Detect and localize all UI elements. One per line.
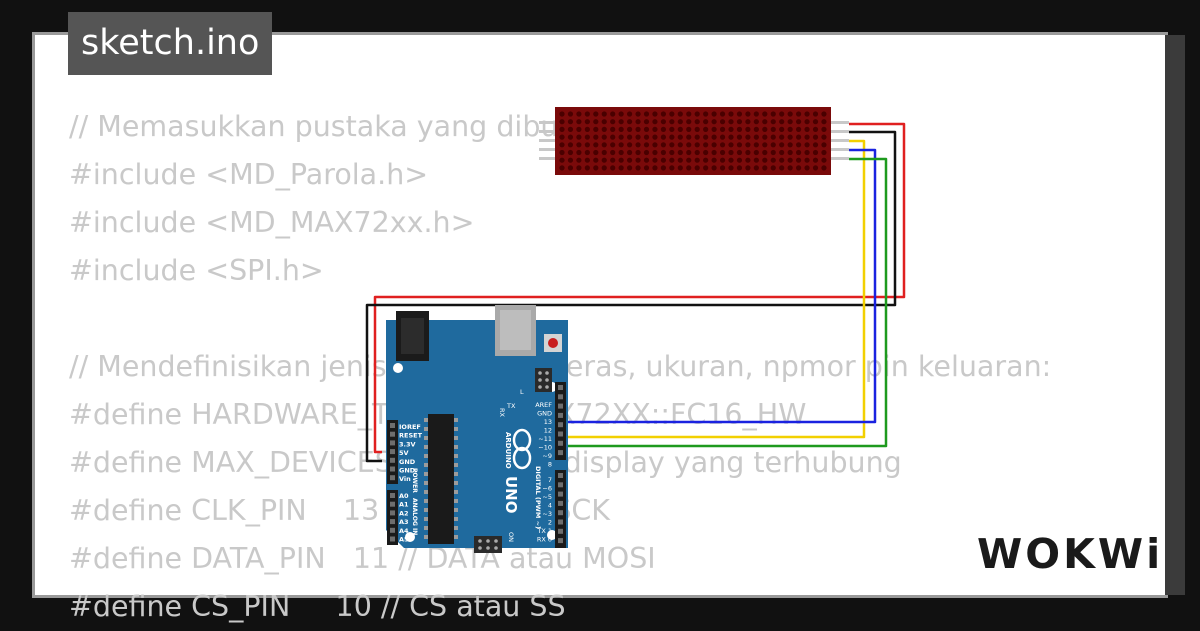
pin-label: A4 (399, 527, 409, 535)
code-block: // Memasukkan pustaka yang dibutuhkan #i… (69, 103, 1051, 631)
pin-label: IOREF (399, 423, 421, 431)
digital-header-label: DIGITAL (PWM ~) (534, 466, 542, 529)
pin-label: ~6 (542, 485, 552, 493)
pin-label: GND (537, 410, 552, 418)
wires (365, 122, 906, 463)
led-matrix-pins-right (831, 121, 849, 160)
code-line: #define MAX_DEVICES 4 // jumlah display … (69, 446, 902, 479)
arduino-wordmark: ARDUINO (504, 432, 512, 469)
code-line: #define CS_PIN 10 // CS atau SS (69, 590, 566, 623)
led-matrix-pins-left (539, 121, 555, 160)
code-line: #include <MD_MAX72xx.h> (69, 206, 475, 239)
led-matrix[interactable] (539, 107, 849, 175)
code-line: #include <MD_Parola.h> (69, 158, 429, 191)
file-title-tab[interactable]: sketch.ino (68, 12, 273, 75)
pin-label: ~11 (538, 435, 552, 443)
pin-label: ~3 (542, 510, 552, 518)
pin-label: A3 (399, 518, 409, 526)
wire-cs[interactable] (566, 148, 877, 424)
pin-label: ~10 (538, 444, 552, 452)
pin-label: ~9 (542, 452, 552, 460)
mount-hole (547, 530, 557, 540)
led-matrix-body (555, 107, 831, 175)
atmega-chip (424, 414, 458, 544)
pin-label: A5 (399, 536, 409, 544)
pin-label: 5V (399, 449, 409, 457)
wokwi-logo: WOKWi (977, 530, 1164, 578)
wire-clk[interactable] (566, 157, 888, 448)
wire-vcc[interactable] (373, 122, 906, 454)
pin-label: AREF (535, 401, 552, 409)
mount-hole (393, 363, 403, 373)
mount-hole (405, 532, 415, 542)
pin-label: 13 (544, 418, 552, 426)
pin-label: A2 (399, 509, 409, 517)
power-header-label: POWER (411, 468, 418, 493)
pin-label: 8 (548, 461, 552, 469)
scrollbar[interactable] (1165, 35, 1185, 595)
board-name: UNO (502, 476, 520, 514)
pin-label: GND (399, 467, 416, 475)
pin-label: 12 (544, 427, 552, 435)
pin-label: GND (399, 458, 416, 466)
digital-header-upper (555, 382, 566, 460)
arduino-logo: ARDUINO (504, 428, 532, 470)
digital-header-lower (555, 470, 566, 548)
pin-label: A1 (399, 501, 409, 509)
pin-label: Vin (399, 475, 411, 483)
analog-header (387, 490, 398, 545)
pin-label: 4 (548, 502, 552, 510)
pin-label: RX 0 (537, 536, 552, 544)
wire-din[interactable] (566, 139, 866, 439)
pin-label: A0 (399, 492, 409, 500)
on-led-label: ON (507, 532, 515, 542)
pin-label: RESET (399, 432, 423, 440)
pin-label: TX 1 (536, 527, 552, 535)
tx-label: TX (506, 402, 516, 410)
led-matrix-dots (559, 111, 827, 171)
wire-gnd[interactable] (365, 130, 897, 463)
analog-header-label: ANALOG IN (411, 498, 418, 535)
icsp-header (535, 368, 552, 392)
pin-label: 7 (548, 476, 552, 484)
pin-label: 2 (548, 519, 552, 527)
icsp-header-2 (474, 536, 502, 553)
pin-label: 3.3V (399, 440, 416, 448)
rx-label: RX (498, 408, 506, 418)
code-line: #include <SPI.h> (69, 254, 324, 287)
l-led-label: L (520, 388, 524, 396)
pin-label: ~5 (542, 493, 552, 501)
